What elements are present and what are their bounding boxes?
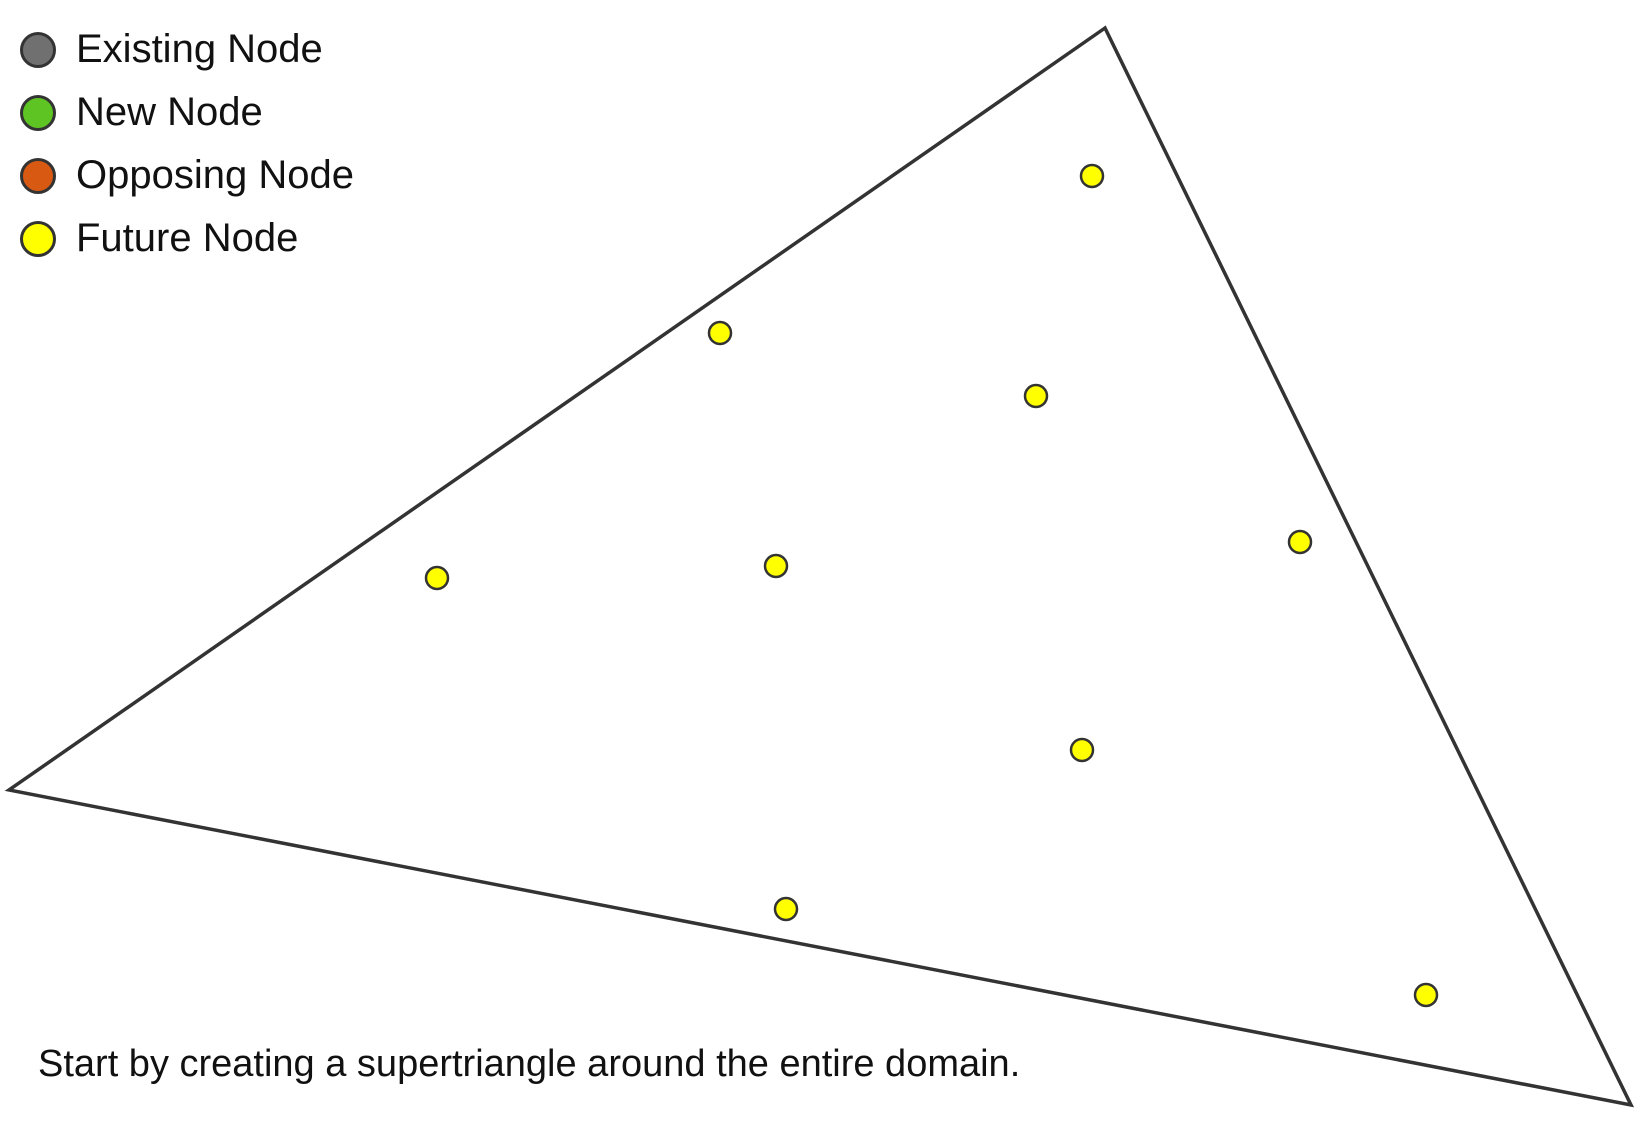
future-node — [1023, 383, 1049, 409]
future-node — [1287, 529, 1313, 555]
legend: Existing Node New Node Opposing Node Fut… — [20, 18, 354, 270]
caption: Start by creating a supertriangle around… — [38, 1043, 1021, 1085]
legend-item-opposing-node: Opposing Node — [20, 144, 354, 207]
legend-item-new-node: New Node — [20, 81, 354, 144]
legend-label: Existing Node — [76, 27, 323, 71]
legend-label: Opposing Node — [76, 153, 354, 197]
supertriangle — [4, 25, 1635, 1108]
future-node — [1069, 737, 1095, 763]
legend-label: New Node — [76, 90, 263, 134]
future-node — [773, 896, 799, 922]
legend-item-future-node: Future Node — [20, 207, 354, 270]
legend-label: Future Node — [76, 216, 299, 260]
node-layer — [424, 163, 1439, 1008]
opposing-node-swatch-icon — [20, 157, 56, 194]
future-node — [763, 553, 789, 579]
future-node — [1079, 163, 1105, 189]
legend-item-existing-node: Existing Node — [20, 18, 354, 81]
existing-node-swatch-icon — [20, 31, 56, 68]
new-node-swatch-icon — [20, 94, 56, 131]
future-node — [707, 320, 733, 346]
future-node — [424, 565, 450, 591]
future-node — [1413, 982, 1439, 1008]
future-node-swatch-icon — [20, 220, 56, 257]
